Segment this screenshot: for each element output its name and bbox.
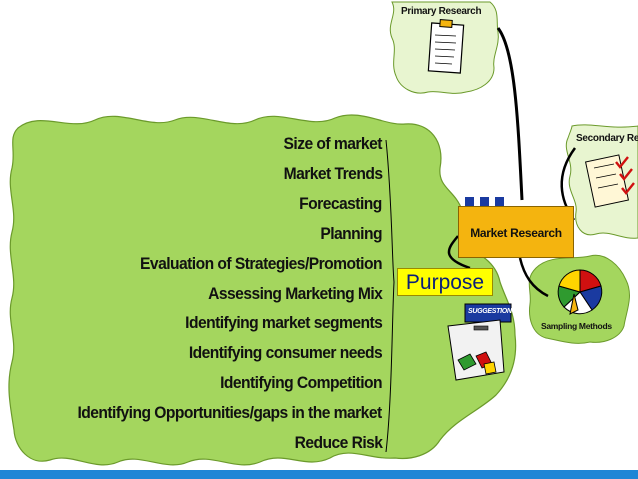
purpose-item-reduce-risk: Reduce Risk xyxy=(294,433,382,452)
primary-research-label: Primary Research xyxy=(401,6,482,17)
purpose-item-consumer-needs: Identifying consumer needs xyxy=(188,343,383,362)
purpose-item-planning: Planning xyxy=(320,224,382,243)
purpose-item-size-of-market: Size of market xyxy=(283,134,383,153)
purpose-item-evaluation: Evaluation of Strategies/Promotion xyxy=(140,254,382,273)
connector-primary xyxy=(496,27,524,201)
clipboard-icon xyxy=(427,19,465,74)
marker-square-3 xyxy=(495,197,504,206)
connector-sampling xyxy=(518,257,549,298)
purpose-item-marketing-mix: Assessing Marketing Mix xyxy=(207,284,383,303)
purpose-item-competition: Identifying Competition xyxy=(220,373,382,392)
purpose-item-forecasting: Forecasting xyxy=(299,194,382,213)
secondary-research-label: Secondary Resea xyxy=(576,133,638,144)
connector-purpose xyxy=(447,235,471,270)
purpose-item-market-trends: Market Trends xyxy=(283,164,382,183)
marker-square-2 xyxy=(480,197,489,206)
suggestion-box-icon xyxy=(447,303,512,381)
suggestion-box-label: SUGGESTION xyxy=(468,308,512,315)
purpose-item-opportunities: Identifying Opportunities/gaps in the ma… xyxy=(77,403,383,422)
checklist-icon xyxy=(584,154,635,208)
marker-square-1 xyxy=(465,197,474,206)
purpose-item-market-segments: Identifying market segments xyxy=(184,313,383,332)
sampling-methods-label: Sampling Methods xyxy=(541,321,612,331)
market-research-node: Market Research xyxy=(458,206,574,258)
pie-chart-icon xyxy=(557,269,603,315)
purpose-cloud xyxy=(8,114,517,466)
purpose-list-bracket xyxy=(385,139,395,453)
bottom-bar xyxy=(0,470,638,479)
purpose-label: Purpose xyxy=(397,268,493,296)
